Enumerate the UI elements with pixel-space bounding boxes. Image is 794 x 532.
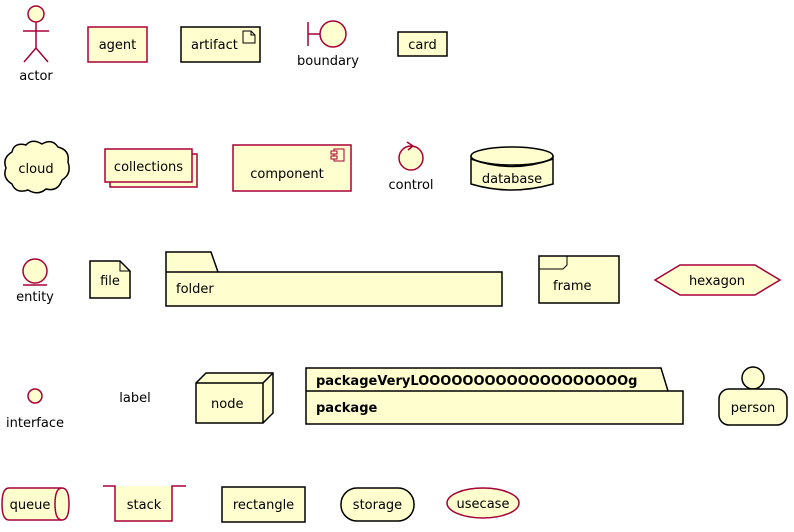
- component-element[interactable]: component: [232, 144, 352, 192]
- card-element[interactable]: card: [397, 31, 448, 57]
- artifact-label: artifact: [191, 38, 238, 53]
- storage-element[interactable]: storage: [340, 487, 415, 522]
- cloud-element[interactable]: cloud: [4, 140, 70, 194]
- node-label: node: [211, 397, 243, 412]
- collections-element[interactable]: collections: [104, 148, 198, 188]
- hexagon-label: hexagon: [689, 274, 745, 289]
- actor-element[interactable]: actor: [19, 5, 53, 84]
- entity-element[interactable]: entity: [16, 258, 54, 305]
- package-element[interactable]: packageVeryLOOOOOOOOOOOOOOOOOOOg package: [305, 367, 684, 425]
- usecase-element[interactable]: usecase: [446, 487, 520, 519]
- queue-label: queue: [10, 498, 51, 513]
- label-text: label: [119, 391, 150, 406]
- database-element[interactable]: database: [470, 146, 554, 191]
- agent-label: agent: [99, 38, 137, 53]
- frame-label: frame: [553, 279, 592, 294]
- file-element[interactable]: file: [89, 260, 131, 299]
- boundary-element[interactable]: boundary: [297, 20, 359, 69]
- control-label: control: [388, 178, 433, 193]
- cloud-label: cloud: [18, 162, 53, 177]
- node-element[interactable]: node: [195, 372, 274, 424]
- queue-element[interactable]: queue: [1, 487, 70, 521]
- frame-element[interactable]: frame: [538, 255, 620, 304]
- folder-element[interactable]: folder: [165, 251, 503, 307]
- boundary-label: boundary: [297, 54, 359, 69]
- storage-label: storage: [353, 498, 402, 513]
- card-label: card: [408, 38, 436, 53]
- collections-label: collections: [114, 160, 183, 175]
- agent-element[interactable]: agent: [87, 26, 148, 63]
- package-tab-label: packageVeryLOOOOOOOOOOOOOOOOOOOg: [316, 374, 637, 389]
- component-label: component: [250, 167, 324, 182]
- interface-label: interface: [6, 416, 64, 431]
- actor-label: actor: [19, 69, 53, 84]
- label-element: label: [119, 391, 150, 406]
- person-label: person: [731, 401, 776, 416]
- stack-element[interactable]: stack: [103, 485, 186, 522]
- entity-label: entity: [16, 290, 54, 305]
- interface-element[interactable]: interface: [6, 388, 64, 431]
- package-label: package: [316, 401, 378, 416]
- person-element[interactable]: person: [718, 366, 788, 426]
- rectangle-label: rectangle: [233, 498, 294, 513]
- database-label: database: [482, 172, 542, 187]
- control-element[interactable]: control: [388, 141, 434, 193]
- rectangle-element[interactable]: rectangle: [221, 486, 306, 523]
- stack-label: stack: [127, 498, 162, 513]
- usecase-label: usecase: [457, 497, 510, 512]
- artifact-element[interactable]: artifact: [180, 26, 261, 63]
- file-label: file: [100, 274, 120, 289]
- folder-label: folder: [176, 282, 214, 297]
- hexagon-element[interactable]: hexagon: [653, 264, 782, 296]
